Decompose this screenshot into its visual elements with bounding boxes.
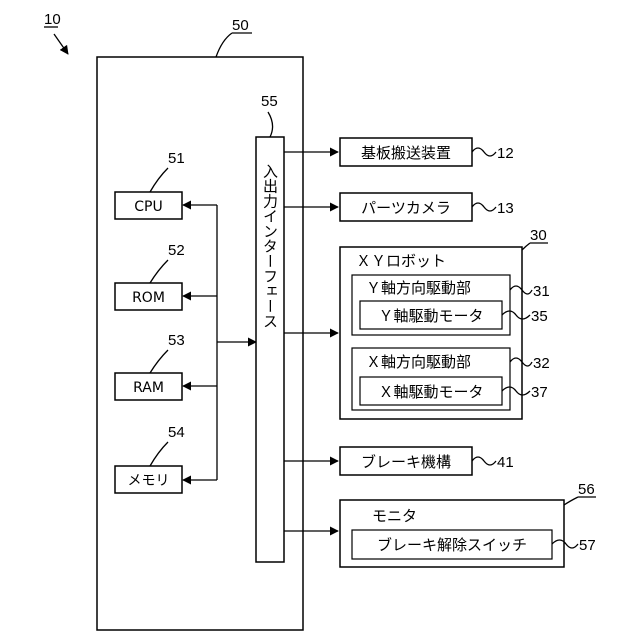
io-interface-ref-number: 55 xyxy=(261,93,278,110)
parts-camera-block: パーツカメラ 13 xyxy=(340,193,514,221)
io-interface-block: 入出力インターフェース 55 xyxy=(256,93,284,562)
memory-label: メモリ xyxy=(128,473,170,489)
parts-camera-ref-number: 13 xyxy=(497,200,514,217)
monitor-label: モニタ xyxy=(372,507,417,525)
memory-ref-number: 54 xyxy=(168,424,185,441)
cpu-ref-number: 51 xyxy=(168,150,185,167)
board-conveyor-label: 基板搬送装置 xyxy=(361,144,451,162)
xy-robot-ref-number: 30 xyxy=(530,227,547,244)
y-axis-motor-label: Ｙ軸駆動モータ xyxy=(378,307,483,325)
brake-mechanism-ref-number: 41 xyxy=(497,454,514,471)
system-ref-number: 10 xyxy=(44,11,61,28)
system-ref: 10 xyxy=(44,11,68,54)
monitor-block: モニタ 56 ブレーキ解除スイッチ 57 xyxy=(340,481,596,567)
y-axis-drive-label: Ｙ軸方向駆動部 xyxy=(366,279,471,297)
x-axis-motor-ref-number: 37 xyxy=(531,384,548,401)
monitor-ref-number: 56 xyxy=(578,481,595,498)
x-axis-drive-label: Ｘ軸方向駆動部 xyxy=(366,353,471,371)
cpu-label: CPU xyxy=(134,199,162,215)
controller-ref-number: 50 xyxy=(232,17,249,34)
ram-label: RAM xyxy=(133,380,164,396)
brake-mechanism-label: ブレーキ機構 xyxy=(361,453,451,471)
rom-label: ROM xyxy=(132,290,165,306)
ram-ref-number: 53 xyxy=(168,332,185,349)
y-axis-drive-ref-number: 31 xyxy=(533,283,550,300)
x-axis-motor-label: Ｘ軸駆動モータ xyxy=(378,383,483,401)
board-conveyor-block: 基板搬送装置 12 xyxy=(340,138,514,166)
xy-robot-label: ＸＹロボット xyxy=(356,252,446,270)
brake-release-switch-ref-number: 57 xyxy=(579,537,596,554)
x-axis-drive-ref-number: 32 xyxy=(533,355,550,372)
board-conveyor-ref-number: 12 xyxy=(497,145,514,162)
rom-ref-number: 52 xyxy=(168,242,185,259)
xy-robot-block: ＸＹロボット 30 Ｙ軸方向駆動部 31 Ｙ軸駆動モータ 35 Ｘ軸方向駆動部 … xyxy=(340,227,550,419)
parts-camera-label: パーツカメラ xyxy=(361,199,451,217)
brake-mechanism-block: ブレーキ機構 41 xyxy=(340,447,514,475)
io-interface-label: 入出力インターフェース xyxy=(261,164,279,329)
y-axis-motor-ref-number: 35 xyxy=(531,308,548,325)
brake-release-switch-label: ブレーキ解除スイッチ xyxy=(377,536,527,554)
